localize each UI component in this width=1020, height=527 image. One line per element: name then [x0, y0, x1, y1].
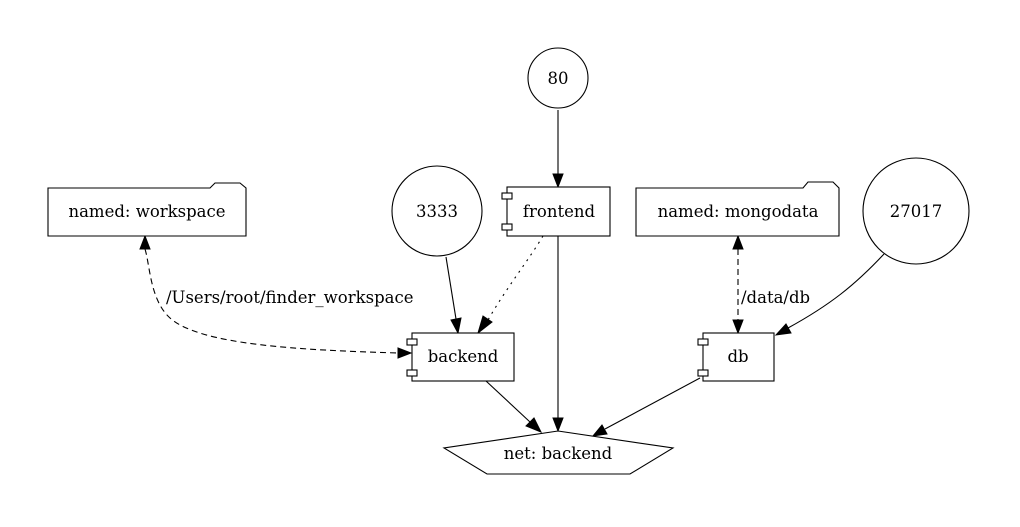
frontend-service-node: frontend [501, 186, 611, 237]
backend-network-label: net: backend [504, 444, 613, 463]
mongodata-volume-label: named: mongodata [658, 202, 819, 221]
frontend-label: frontend [523, 202, 596, 221]
backend-label: backend [428, 347, 499, 366]
edge-db-to-network [591, 377, 701, 437]
component-port-icon [697, 338, 709, 346]
port-3333-node: 3333 [391, 165, 483, 257]
db-service-node: db [697, 332, 775, 382]
edge-backend-to-network [485, 380, 543, 433]
component-port-icon [501, 192, 513, 200]
component-port-icon [406, 338, 418, 346]
port-80-label: 80 [548, 69, 569, 88]
backend-network-node: net: backend [442, 430, 675, 475]
workspace-mount-label: /Users/root/finder_workspace [166, 288, 413, 307]
edge-frontend-to-backend [477, 235, 544, 335]
edge-port-27017-to-db [774, 253, 885, 336]
workspace-volume-node: named: workspace [47, 182, 247, 237]
edge-frontend-to-network [552, 236, 564, 433]
edge-port-80-to-frontend [552, 110, 564, 189]
mongodata-volume-node: named: mongodata [635, 181, 840, 237]
component-port-icon [697, 369, 709, 377]
backend-service-node: backend [406, 332, 515, 382]
workspace-volume-label: named: workspace [68, 202, 225, 221]
port-27017-label: 27017 [890, 202, 943, 221]
port-3333-label: 3333 [416, 202, 458, 221]
mongodata-mount-label: /data/db [741, 288, 810, 307]
component-port-icon [406, 369, 418, 377]
port-80-node: 80 [527, 47, 589, 109]
db-label: db [727, 347, 748, 366]
edge-workspace-mount: /Users/root/finder_workspace [139, 234, 413, 359]
port-27017-node: 27017 [862, 157, 970, 265]
edge-port-3333-to-backend [445, 256, 462, 335]
edge-mongodata-mount: /data/db [732, 234, 810, 335]
component-port-icon [501, 223, 513, 231]
